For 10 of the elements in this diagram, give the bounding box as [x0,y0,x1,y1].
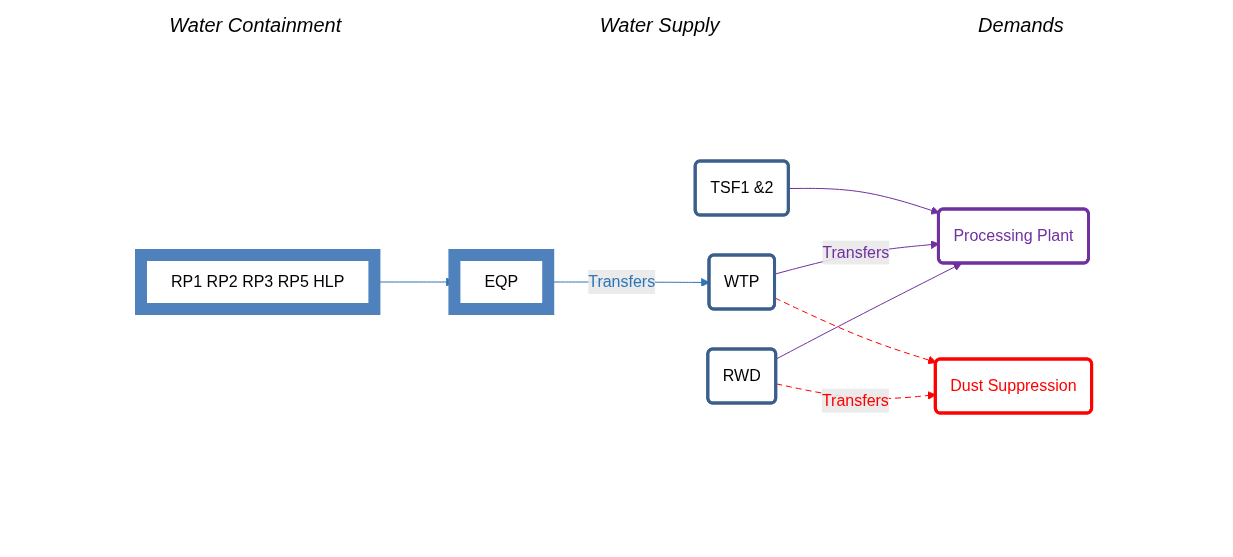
arrow [788,187,940,215]
node-box: RP1 RP2 RP3 RP5 HLP [135,249,381,315]
edge-label: Transfers [822,391,890,409]
edge-label: Transfers [822,243,890,261]
edge-label: Transfers [588,273,656,290]
node-box: EQP [448,249,555,315]
arrow [774,297,937,365]
column-heading: Water Containment [169,14,342,37]
column-heading: Water Supply [599,14,720,37]
column-heading: Demands [978,14,1064,37]
